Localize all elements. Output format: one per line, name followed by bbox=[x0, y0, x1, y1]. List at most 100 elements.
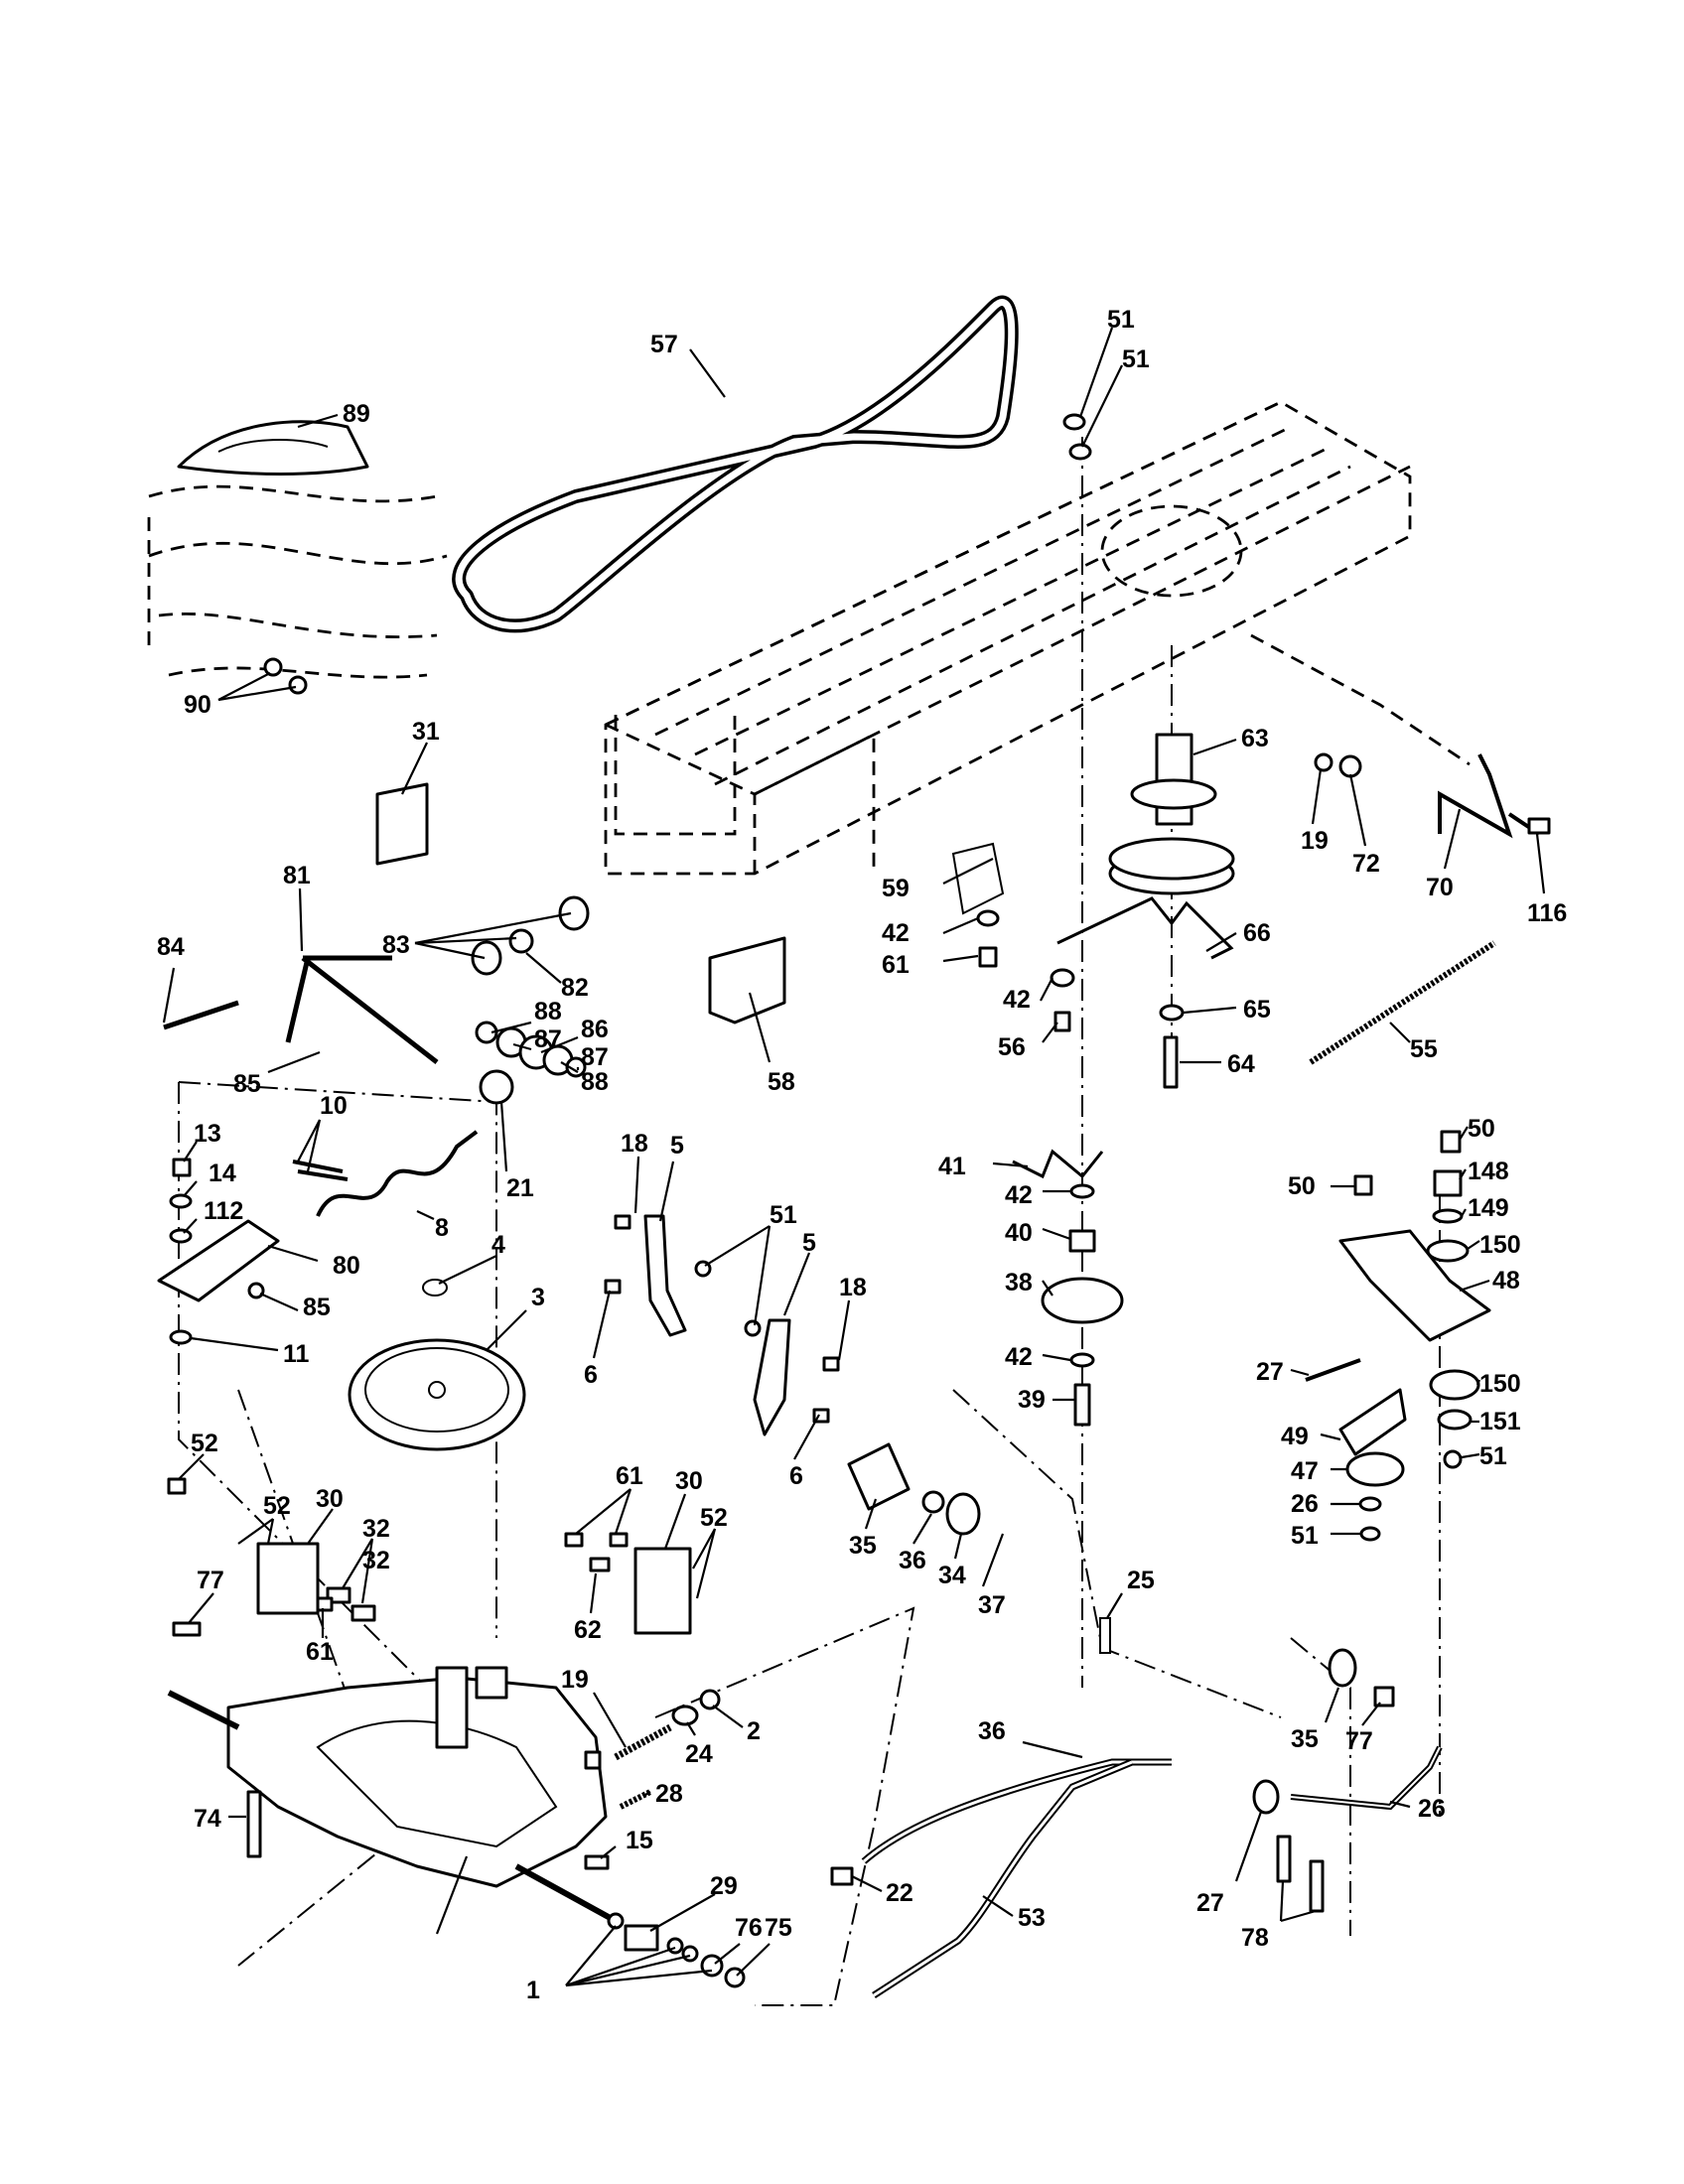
callout-label: 34 bbox=[938, 1562, 966, 1589]
callout-labels: 57 51 51 89 90 31 63 19 72 70 116 81 83 … bbox=[157, 306, 1567, 2004]
drive-belt bbox=[452, 295, 1019, 633]
callout-label: 32 bbox=[362, 1515, 390, 1543]
callout-label: 66 bbox=[1243, 919, 1271, 947]
bracket-58 bbox=[708, 936, 786, 1024]
callout-label: 21 bbox=[506, 1174, 534, 1202]
callout-label: 83 bbox=[382, 931, 410, 959]
callout-label: 32 bbox=[362, 1547, 390, 1574]
callout-label: 55 bbox=[1410, 1035, 1438, 1063]
callout-label: 148 bbox=[1468, 1158, 1509, 1185]
callout-label: 41 bbox=[938, 1153, 966, 1180]
callout-label: 36 bbox=[899, 1547, 926, 1574]
callout-label: 18 bbox=[621, 1130, 648, 1158]
pulley-38 bbox=[1041, 1277, 1124, 1324]
callout-label: 42 bbox=[1005, 1181, 1033, 1209]
callout-label: 35 bbox=[1291, 1725, 1319, 1753]
callout-label: 51 bbox=[770, 1201, 797, 1229]
callout-label: 50 bbox=[1468, 1115, 1495, 1143]
plate-80 bbox=[157, 1219, 280, 1302]
callout-label: 61 bbox=[306, 1638, 334, 1666]
callout-label: 51 bbox=[1122, 345, 1150, 373]
callout-label: 150 bbox=[1479, 1231, 1521, 1259]
callout-label: 64 bbox=[1227, 1050, 1255, 1078]
callout-label: 50 bbox=[1288, 1172, 1316, 1200]
callout-label: 4 bbox=[491, 1231, 505, 1259]
callout-label: 84 bbox=[157, 933, 185, 961]
callout-label: 27 bbox=[1256, 1358, 1284, 1386]
callout-label: 58 bbox=[768, 1068, 795, 1096]
callout-label: 49 bbox=[1281, 1423, 1309, 1450]
callout-label: 42 bbox=[882, 919, 910, 947]
callout-label: 65 bbox=[1243, 996, 1271, 1024]
callout-label: 15 bbox=[626, 1827, 653, 1854]
callout-label: 10 bbox=[320, 1092, 348, 1120]
callout-label: 87 bbox=[581, 1043, 609, 1071]
callout-label: 85 bbox=[233, 1070, 261, 1098]
callout-label: 40 bbox=[1005, 1219, 1033, 1247]
callout-label: 151 bbox=[1479, 1408, 1521, 1435]
callout-label: 27 bbox=[1196, 1889, 1224, 1917]
callout-label: 61 bbox=[616, 1462, 643, 1490]
callout-label: 149 bbox=[1468, 1194, 1509, 1222]
callout-label: 85 bbox=[303, 1294, 331, 1321]
callout-label: 26 bbox=[1291, 1490, 1319, 1518]
callout-label: 80 bbox=[333, 1252, 360, 1280]
callout-label: 63 bbox=[1241, 725, 1269, 752]
clip-31 bbox=[375, 782, 429, 866]
callout-label: 30 bbox=[316, 1485, 344, 1513]
callout-label: 36 bbox=[978, 1717, 1006, 1745]
callout-label: 8 bbox=[435, 1214, 449, 1242]
callout-label: 42 bbox=[1005, 1343, 1033, 1371]
callout-label: 47 bbox=[1291, 1457, 1319, 1485]
callout-label: 51 bbox=[1291, 1522, 1319, 1550]
callout-label: 22 bbox=[886, 1879, 913, 1907]
callout-label: 74 bbox=[194, 1805, 221, 1833]
callout-label: 51 bbox=[1107, 306, 1135, 334]
callout-label: 6 bbox=[789, 1462, 803, 1490]
callout-label: 116 bbox=[1527, 899, 1567, 927]
callout-label: 88 bbox=[534, 998, 562, 1025]
callout-label: 29 bbox=[710, 1872, 738, 1900]
callout-label: 28 bbox=[655, 1780, 683, 1808]
callout-label: 26 bbox=[1418, 1795, 1446, 1823]
callout-label: 31 bbox=[412, 718, 440, 746]
callout-label: 57 bbox=[650, 331, 678, 358]
callout-label: 87 bbox=[534, 1025, 562, 1053]
callout-label: 24 bbox=[685, 1740, 713, 1768]
callout-label: 56 bbox=[998, 1033, 1026, 1061]
callout-label: 25 bbox=[1127, 1567, 1155, 1594]
callout-label: 1 bbox=[526, 1977, 540, 2004]
callout-label: 70 bbox=[1426, 874, 1454, 901]
callout-label: 3 bbox=[531, 1284, 545, 1311]
leader-lines bbox=[162, 327, 1546, 1987]
callout-label: 72 bbox=[1352, 850, 1380, 878]
callout-label: 77 bbox=[1345, 1727, 1373, 1755]
callout-label: 86 bbox=[581, 1016, 609, 1043]
callout-label: 52 bbox=[191, 1430, 218, 1457]
callout-label: 39 bbox=[1018, 1386, 1046, 1414]
callout-label: 18 bbox=[839, 1274, 867, 1301]
callout-label: 37 bbox=[978, 1591, 1006, 1619]
callout-label: 51 bbox=[1479, 1442, 1507, 1470]
callout-label: 30 bbox=[675, 1467, 703, 1495]
callout-label: 53 bbox=[1018, 1904, 1046, 1932]
callout-label: 19 bbox=[561, 1666, 589, 1694]
callout-label: 78 bbox=[1241, 1924, 1269, 1952]
callout-label: 61 bbox=[882, 951, 910, 979]
callout-label: 150 bbox=[1479, 1370, 1521, 1398]
callout-label: 19 bbox=[1301, 827, 1329, 855]
callout-label: 38 bbox=[1005, 1269, 1033, 1297]
callout-label: 42 bbox=[1003, 986, 1031, 1014]
callout-label: 76 bbox=[735, 1914, 763, 1942]
callout-label: 52 bbox=[263, 1492, 291, 1520]
callout-label: 13 bbox=[194, 1120, 221, 1148]
callout-label: 35 bbox=[849, 1532, 877, 1560]
callout-label: 81 bbox=[283, 862, 311, 889]
callout-label: 59 bbox=[882, 875, 910, 902]
callout-label: 48 bbox=[1492, 1267, 1520, 1295]
callout-label: 82 bbox=[561, 974, 589, 1002]
callout-label: 5 bbox=[670, 1132, 684, 1160]
callout-label: 52 bbox=[700, 1504, 728, 1532]
idler-arm-48 bbox=[1338, 1229, 1491, 1342]
